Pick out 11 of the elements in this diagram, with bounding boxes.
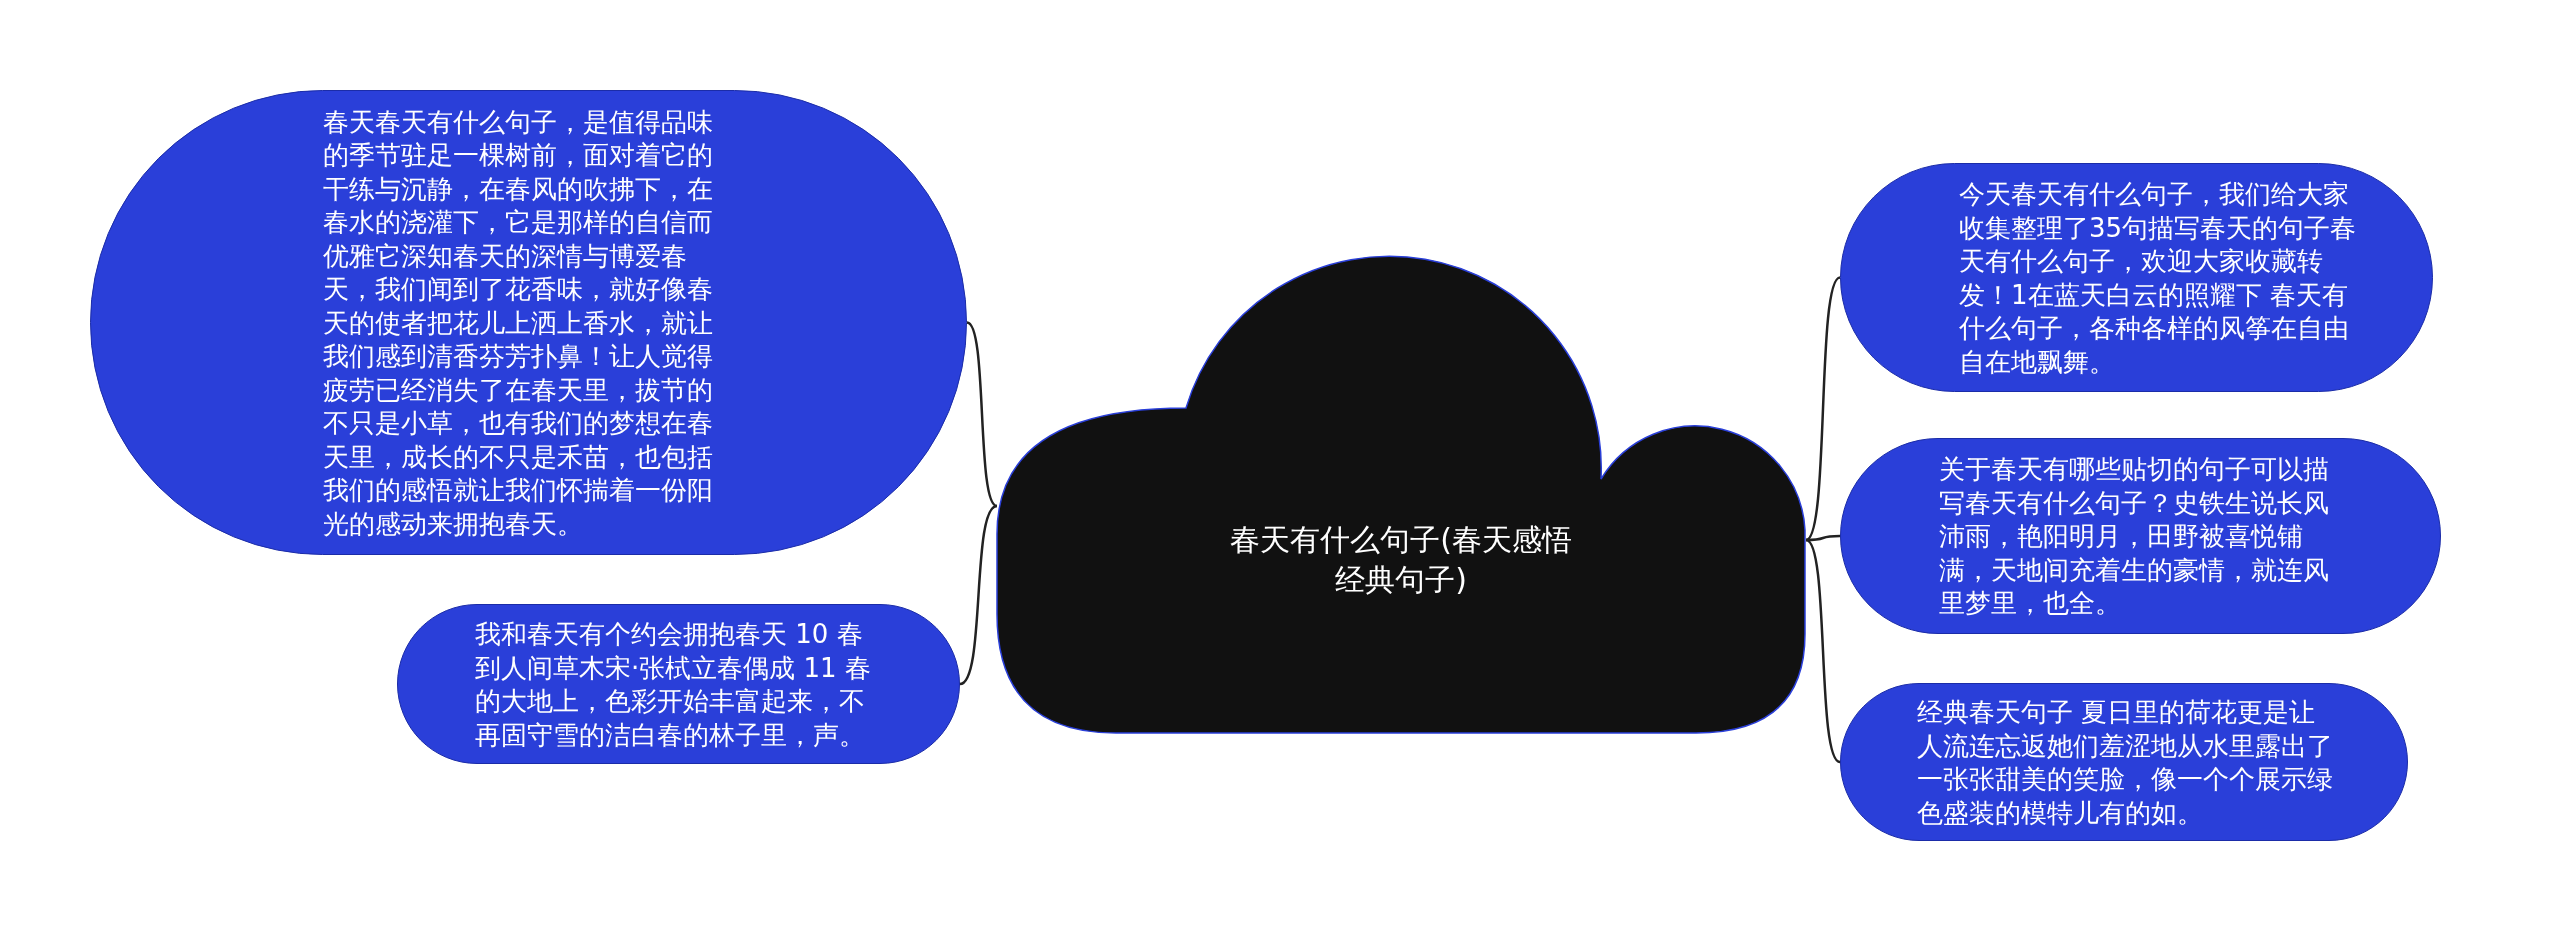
sentence-text: 经典春天句子 夏日里的荷花更是让人流连忘返她们羞涩地从水里露出了一张张甜美的笑脸，像一个个展示绿色盛装的模特儿有的如。 <box>1917 696 2334 830</box>
sentence-text: 今天春天有什么句子，我们给大家收集整理了35句描写春天的句子春天有什么句子，欢迎大家收藏转发！1在蓝天白云的照耀下 春天有什么句子，各种各样的风筝在自由自在地飘舞。 <box>1959 178 2358 379</box>
sentence-text: 关于春天有哪些贴切的句子可以描写春天有什么句子？史铁生说长风沛雨，艳阳明月，田野被喜悦铺满，天地间充着生的豪情，就连风里梦里，也全。 <box>1939 453 2330 620</box>
connector-line <box>1806 534 1840 542</box>
connector-line <box>1805 276 1841 541</box>
connector-line <box>959 504 998 686</box>
connector-line <box>1805 539 1841 763</box>
topic-title: 春天有什么句子(春天感悟经典句子) <box>1229 521 1573 599</box>
connector-line <box>966 321 998 507</box>
sentence-text: 我和春天有个约会拥抱春天 10 春到人间草木宋·张栻立春偶成 11 春的大地上，色彩开始丰富起来，不再固守雪的洁白春的林子里，声。 <box>475 618 872 752</box>
sentence-text: 春天春天有什么句子，是值得品味的季节驻足一棵树前，面对着它的干练与沉静，在春风的吹拂下，在春水的浇灌下，它是那样的自信而优雅它深知春天的深情与博爱春天，我们闻到了花香味，就好像春天的使者把花儿上洒上香水，就让我们感到清香芬芳扑鼻！让人觉得疲劳已经消失了在春天里，拔节的不只是小草，也有我们的梦想在春天里，成长的不只是禾苗，也包括我们的感悟就让我们怀揣着一份阳光的感动来拥抱春天。 <box>323 105 714 541</box>
